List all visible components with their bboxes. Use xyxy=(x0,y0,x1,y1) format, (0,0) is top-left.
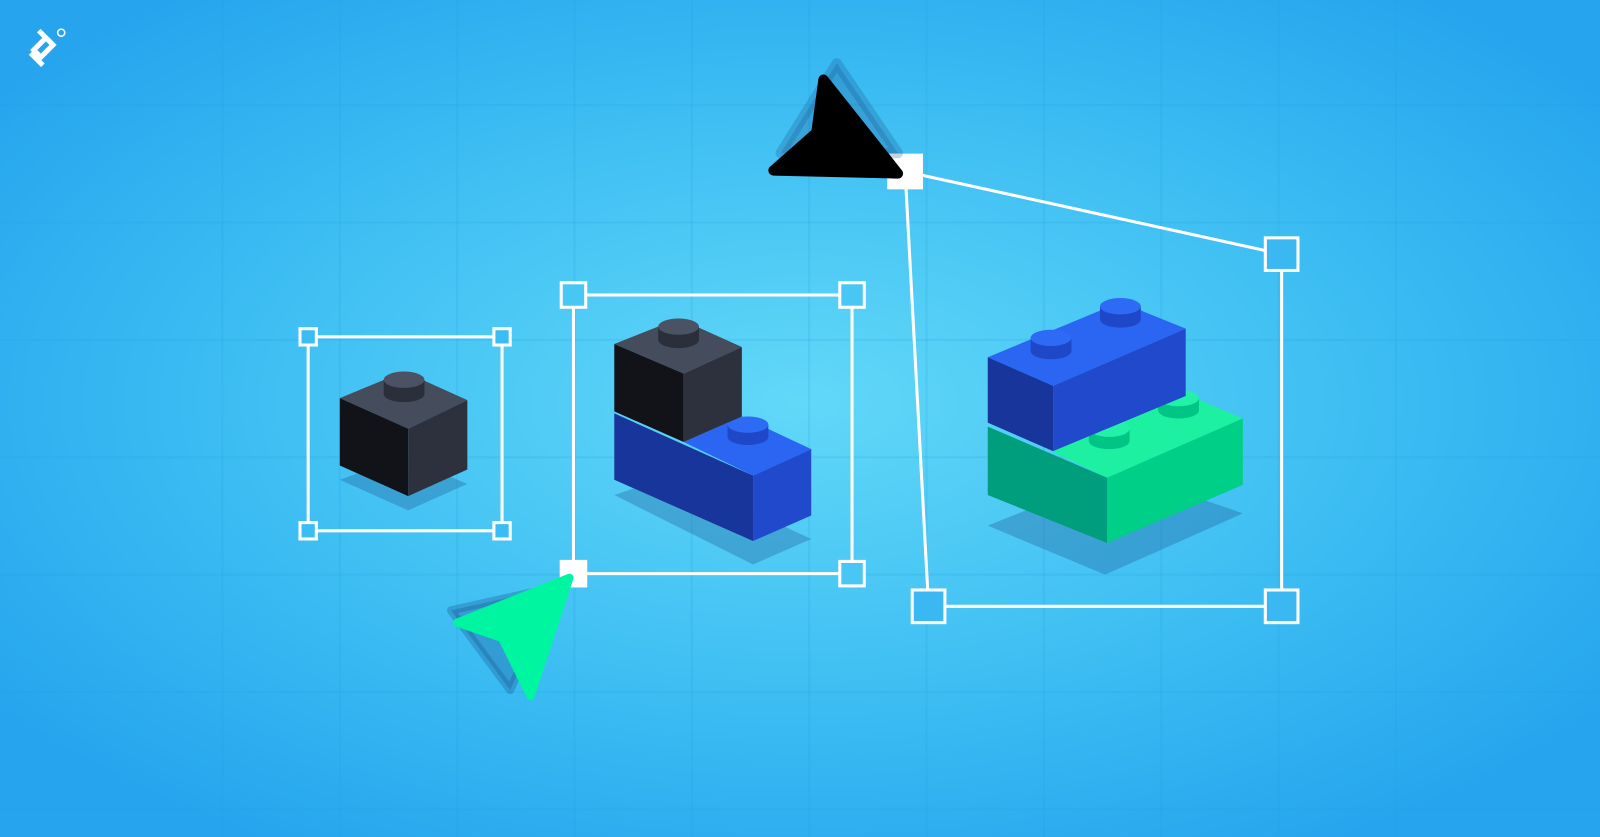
resize-handle xyxy=(492,521,512,541)
selection-box-left[interactable] xyxy=(298,327,512,541)
resize-handle xyxy=(838,281,866,309)
resize-handle xyxy=(559,281,588,309)
resize-handle xyxy=(910,588,947,625)
green-cursor-icon xyxy=(446,573,574,701)
blue-brick-middle xyxy=(614,413,812,541)
resize-handle xyxy=(838,559,866,588)
selection-box-middle[interactable] xyxy=(559,281,866,588)
black-cursor-icon xyxy=(768,58,904,179)
resize-handle xyxy=(298,521,318,541)
toptal-logo-icon[interactable] xyxy=(28,28,66,68)
resize-handle xyxy=(492,327,512,347)
black-brick-small xyxy=(339,371,468,497)
resize-handle xyxy=(1263,588,1300,625)
green-brick-right xyxy=(987,389,1243,544)
blue-brick-right xyxy=(987,298,1186,452)
resize-handle xyxy=(298,327,318,347)
resize-handle xyxy=(1263,236,1300,273)
black-brick-middle xyxy=(614,318,742,442)
selection-box-right[interactable] xyxy=(887,153,1300,625)
